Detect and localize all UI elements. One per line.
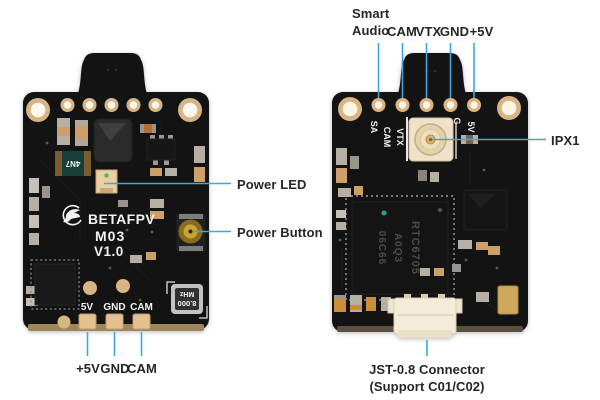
ipx-connector: [406, 117, 457, 162]
pcb-front-board: 4N7 BETAFPV M03 V1.0: [23, 53, 209, 331]
back-vtx-label: VTX: [415, 24, 442, 39]
back-mounting-holes: [338, 96, 521, 121]
power-button-label: Power Button: [237, 225, 323, 240]
svg-text:06C66: 06C66: [376, 231, 387, 265]
svg-text:VTX: VTX: [395, 128, 405, 146]
back-gnd-label: GND: [439, 24, 470, 39]
back-cam-label: CAM: [387, 24, 417, 39]
svg-text:SA: SA: [369, 121, 379, 134]
front-model-silkscreen: M03: [95, 228, 125, 244]
svg-text:MHz: MHz: [179, 290, 194, 297]
front-pad-silk-gnd: GND: [103, 302, 125, 313]
front-crystal: 8.000 MHz: [166, 281, 208, 319]
jst-connector-label: JST-0.8 Connector (Support C01/C02): [369, 362, 485, 394]
back-passive-components: [334, 148, 519, 315]
svg-text:8.000: 8.000: [178, 299, 197, 308]
front-mounting-holes: [26, 98, 202, 122]
front-4n7-inductor: 4N7: [55, 151, 91, 176]
annotation-lines: [86, 43, 546, 356]
front-passive-components: [26, 118, 205, 306]
betafpv-logo: [62, 204, 82, 226]
back-5v-label: +5V: [469, 24, 494, 39]
front-pad-silk-5v: 5V: [81, 302, 94, 313]
front-pad-silk-cam: CAM: [130, 302, 153, 313]
front-gnd-label: GND: [100, 361, 130, 376]
front-5v-label: +5V: [76, 361, 100, 376]
svg-text:4N7: 4N7: [65, 159, 80, 168]
power-led-label: Power LED: [237, 177, 307, 192]
front-power-button-component: [175, 212, 207, 253]
front-round-pads: [45, 141, 154, 329]
front-cam-label: CAM: [127, 361, 157, 376]
svg-text:5V: 5V: [466, 121, 476, 132]
svg-text:CAM: CAM: [382, 127, 392, 148]
svg-text:A0Q3: A0Q3: [392, 233, 403, 263]
front-inductor: [93, 118, 133, 163]
rtc6705-chip: RTC6705 A0Q3 06C66: [345, 195, 455, 301]
back-pin-silkscreen: SA CAM VTX G 5V: [369, 117, 476, 147]
smart-audio-label: Smart Audio: [352, 6, 390, 38]
svg-text:G: G: [452, 117, 462, 124]
back-traces: [341, 150, 509, 319]
back-antenna-tab: [398, 53, 466, 94]
front-version-silkscreen: V1.0: [94, 244, 124, 259]
pcb-back-board: SA CAM VTX G 5V RTC6705 A0Q3 06C66: [332, 53, 528, 338]
front-qfn-chip: [30, 259, 80, 310]
front-antenna-tab: [78, 53, 147, 94]
ipx1-label: IPX1: [551, 133, 580, 148]
svg-text:RTC6705: RTC6705: [409, 221, 421, 275]
jst-connector: [387, 294, 463, 338]
back-secondary-chip: [463, 189, 508, 231]
front-sot23-ic: [146, 135, 176, 165]
front-brand-silkscreen: BETAFPV: [88, 211, 155, 227]
front-bottom-pads: [78, 313, 151, 330]
front-power-led-component: [95, 169, 118, 194]
